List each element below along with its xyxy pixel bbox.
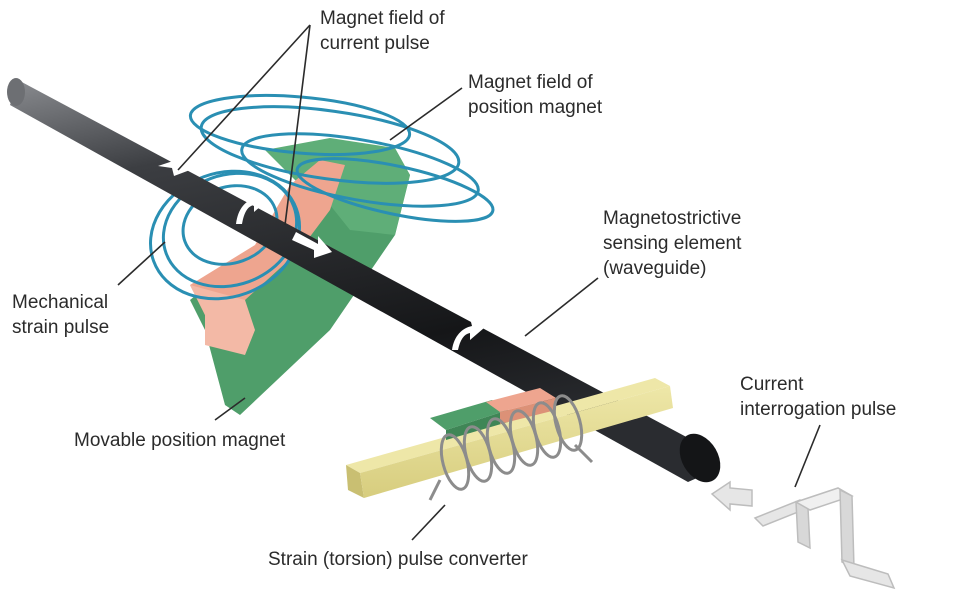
converter-pink-magnet-side [500,398,556,424]
converter-pink-magnet [486,388,556,412]
label-converter-text: Strain (torsion) pulse converter [268,549,528,570]
converter-bar-side [360,386,673,498]
magnet-field-loop-2 [199,105,461,185]
magnet-pink-edge [190,285,255,355]
leader-waveguide [524,277,599,337]
strain-arrow-right [292,232,332,258]
converter-green-magnet [430,400,508,430]
converter-green-magnet-side [446,410,508,440]
coil-winding [428,394,594,501]
label-strain-pulse-line-2: strain pulse [12,317,110,338]
converter-bar-top [346,378,670,473]
pulse-input-arrow [710,480,753,512]
coil-lead-right [573,443,594,464]
coil-turn-5 [531,401,563,459]
label-current-pulse-field-line-1: Magnet field of [320,8,445,29]
converter-bar-front [346,465,364,498]
label-waveguide-line-3: (waveguide) [603,258,707,279]
rotation-arrow-1 [236,190,268,224]
leader-current-field-a [177,24,311,171]
label-waveguide-line-1: Magnetostrictive [603,208,742,229]
rod-end-right [679,433,721,483]
leader-strain-pulse [117,241,166,286]
coil-lead-left [428,479,442,501]
magnet-field-loop-1 [188,94,412,156]
current-field-loop-3 [149,169,301,301]
label-interrogation-line-2: interrogation pulse [740,399,897,420]
strain-arrow-left [158,152,190,176]
leader-converter [411,504,446,541]
rod-arrows [158,152,484,350]
leader-lines [117,24,821,541]
magnet-field-loop-3 [240,132,480,208]
leader-position-field [389,87,463,141]
label-pulse-converter: Strain (torsion) pulse converter [268,547,528,572]
interrogation-pulse-shape [710,480,896,590]
label-position-magnet-field: Magnet field of position magnet [468,70,602,120]
label-current-pulse-field: Magnet field of current pulse [320,6,445,56]
pulse-fall [839,488,855,570]
leader-interrogation [794,424,821,488]
field-lines [149,94,495,301]
coil-turn-6 [552,394,584,452]
current-field-loop-2 [161,171,299,289]
label-position-magnet-text: Movable position magnet [74,430,286,451]
pulse-right-step [840,558,896,590]
label-position-magnet-field-line-1: Magnet field of [468,72,593,93]
rod-body [10,80,715,482]
rotation-arrow-2 [452,318,484,350]
leader-current-field-b [284,24,311,226]
waveguide-rod [7,78,721,483]
pulse-converter [346,378,673,501]
leader-position-magnet [214,397,246,421]
label-waveguide-line-2: sensing element [603,233,742,254]
label-current-pulse-field-line-2: current pulse [320,33,430,54]
label-waveguide: Magnetostrictive sensing element (wavegu… [603,206,741,281]
rod-end-left [7,78,25,106]
label-mechanical-strain-pulse: Mechanical strain pulse [12,290,109,340]
label-interrogation-line-1: Current [740,374,804,395]
label-movable-position-magnet: Movable position magnet [74,428,285,453]
label-strain-pulse-line-1: Mechanical [12,292,109,313]
label-position-magnet-field-line-2: position magnet [468,97,603,118]
label-interrogation-pulse: Current interrogation pulse [740,372,896,422]
magnet-field-loop-4 [295,157,495,223]
